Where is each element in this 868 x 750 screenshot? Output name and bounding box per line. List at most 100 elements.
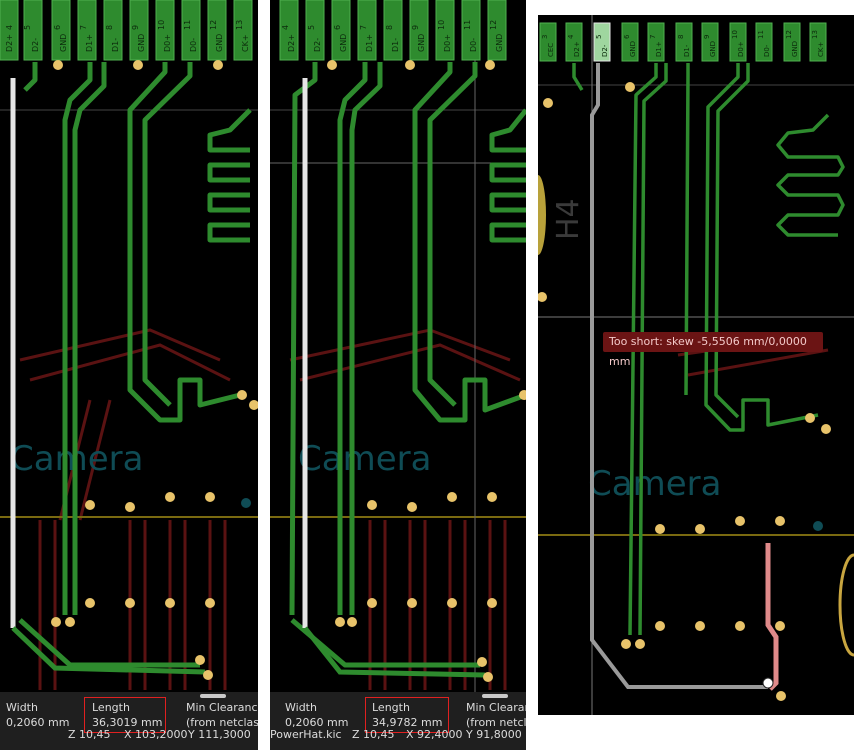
skew-tooltip: Too short: skew -5,5506 mm/0,0000 mm: [603, 332, 823, 368]
x-readout: X 103,2000: [124, 728, 188, 741]
vias: [538, 82, 831, 701]
pin-label: D0+: [163, 34, 172, 52]
pin-number: 10: [437, 20, 446, 30]
pin-label: GND: [495, 34, 504, 52]
pin-number: 8: [385, 25, 394, 30]
connector-pads: [0, 0, 253, 61]
y-readout: Y 111,3000: [188, 728, 251, 741]
z-readout: Z 10,45: [352, 728, 395, 741]
pin-number: 9: [411, 25, 420, 30]
pin-label: GND: [339, 34, 348, 52]
clearance-label: Min Clearan: [466, 701, 526, 714]
pin-label: D0+: [443, 34, 452, 52]
pin-label: D2+: [5, 34, 14, 52]
pin-number: 6: [623, 34, 631, 39]
pin-number: 13: [811, 30, 819, 39]
pin-number: 12: [489, 20, 498, 30]
connector-pads: [539, 22, 827, 62]
pin-number: 8: [105, 25, 114, 30]
pin-number: 9: [131, 25, 140, 30]
pin-label: GND: [215, 34, 224, 52]
width-label: Width: [285, 701, 317, 714]
file-name: PowerHat.kic: [270, 728, 342, 741]
pin-number: 7: [79, 25, 88, 30]
pin-number: 3: [541, 35, 549, 39]
pin-label: D0+: [737, 41, 745, 57]
pin-number: 4: [5, 25, 14, 30]
status-bar-middle: Width 0,2060 mm Length 34,9782 mm Min Cl…: [270, 692, 526, 750]
length-highlight-box: [84, 697, 166, 733]
pad-labels: 4 D2+ 5 D2- 6 GND 7 D1+ 8 D1- 9 GND 10 D…: [5, 20, 250, 52]
pcb-canvas-right[interactable]: 3 CEC 4 D2+ 5 D2- 6 GND 7 D1+ 8 D1- 9 GN…: [538, 15, 854, 715]
clearance-value: (from netcl: [466, 716, 526, 729]
pin-label: D2+: [287, 34, 296, 52]
pcb-canvas-middle[interactable]: 4 D2+ 5 D2- 6 GND 7 D1+ 8 D1- 9 GND 10 D…: [270, 0, 526, 692]
pcb-view-left[interactable]: 4 D2+ 5 D2- 6 GND 7 D1+ 8 D1- 9 GND 10 D…: [0, 0, 258, 750]
pin-number: 12: [785, 30, 793, 39]
pin-number: 10: [157, 20, 166, 30]
pin-label: D0-: [189, 38, 198, 52]
pin-number: 12: [209, 20, 218, 30]
status-bar-left: Width 0,2060 mm Length 36,3019 mm Min Cl…: [0, 692, 258, 750]
pin-number: 5: [23, 25, 32, 30]
y-readout: Y 91,8000: [466, 728, 522, 741]
pin-number: 6: [333, 25, 342, 30]
pin-label: GND: [59, 34, 68, 52]
width-label: Width: [6, 701, 38, 714]
highlighted-track[interactable]: [590, 63, 768, 689]
pcb-view-middle[interactable]: 4 D2+ 5 D2- 6 GND 7 D1+ 8 D1- 9 GND 10 D…: [270, 0, 526, 750]
red-track[interactable]: [765, 543, 779, 691]
front-copper-tracks: [18, 62, 252, 668]
pin-label: D0-: [763, 44, 771, 57]
front-copper-tracks: [572, 63, 845, 636]
pad-labels: 3 CEC 4 D2+ 5 D2- 6 GND 7 D1+ 8 D1- 9 GN…: [541, 30, 825, 57]
length-value: 36,3019 mm: [92, 716, 163, 729]
pin-label: D1+: [365, 34, 374, 52]
pin-number: 6: [53, 25, 62, 30]
pin-label: D0-: [469, 38, 478, 52]
pin-label: GND: [791, 41, 799, 57]
connector-pads: [279, 0, 507, 61]
pin-label: D2-: [31, 38, 40, 52]
vias: [51, 60, 258, 680]
clearance-label: Min Clearance: [186, 701, 258, 714]
pin-number: 11: [757, 30, 765, 39]
pin-label: GND: [629, 41, 637, 57]
length-highlight-box: [365, 697, 449, 733]
pin-label: CK+: [241, 34, 250, 52]
pin-number: 13: [235, 20, 244, 30]
silkscreen-camera-text: Camera: [588, 464, 721, 504]
silkscreen-h4-text: H4: [551, 198, 586, 240]
pin-number: 7: [649, 35, 657, 39]
pin-label: D1-: [111, 38, 120, 52]
silkscreen-camera-text: Camera: [298, 439, 431, 479]
pin-label: D1-: [391, 38, 400, 52]
pin-label: CK+: [817, 42, 825, 57]
width-value: 0,2060 mm: [285, 716, 349, 729]
pin-number: 4: [567, 34, 575, 39]
pin-label: CEC: [547, 43, 555, 57]
pcb-view-right[interactable]: 3 CEC 4 D2+ 5 D2- 6 GND 7 D1+ 8 D1- 9 GN…: [538, 15, 854, 715]
pin-label: GND: [417, 34, 426, 52]
pin-label: D1-: [683, 44, 691, 57]
pin-number: 10: [731, 30, 739, 39]
x-readout: X 92,4000: [406, 728, 463, 741]
pad-labels: 4 D2+ 5 D2- 6 GND 7 D1+ 8 D1- 9 GND 10 D…: [281, 20, 504, 52]
pin-number: 5: [595, 35, 603, 39]
pin-label: D1+: [655, 41, 663, 57]
length-label: Length: [92, 701, 130, 714]
length-label: Length: [372, 701, 410, 714]
length-value: 34,9782 mm: [372, 716, 443, 729]
pin-number: 7: [359, 25, 368, 30]
pcb-canvas-left[interactable]: 4 D2+ 5 D2- 6 GND 7 D1+ 8 D1- 9 GND 10 D…: [0, 0, 258, 692]
pin-number: 9: [703, 35, 711, 39]
pin-number: 4: [281, 25, 290, 30]
pin-number: 5: [307, 25, 316, 30]
pin-label: GND: [709, 41, 717, 57]
pin-number: 11: [183, 20, 192, 30]
pin-number: 11: [463, 20, 472, 30]
pin-label: D2+: [573, 41, 581, 57]
pin-label: D2-: [313, 38, 322, 52]
pin-number: 8: [677, 35, 685, 39]
pin-label: D2-: [601, 44, 609, 57]
